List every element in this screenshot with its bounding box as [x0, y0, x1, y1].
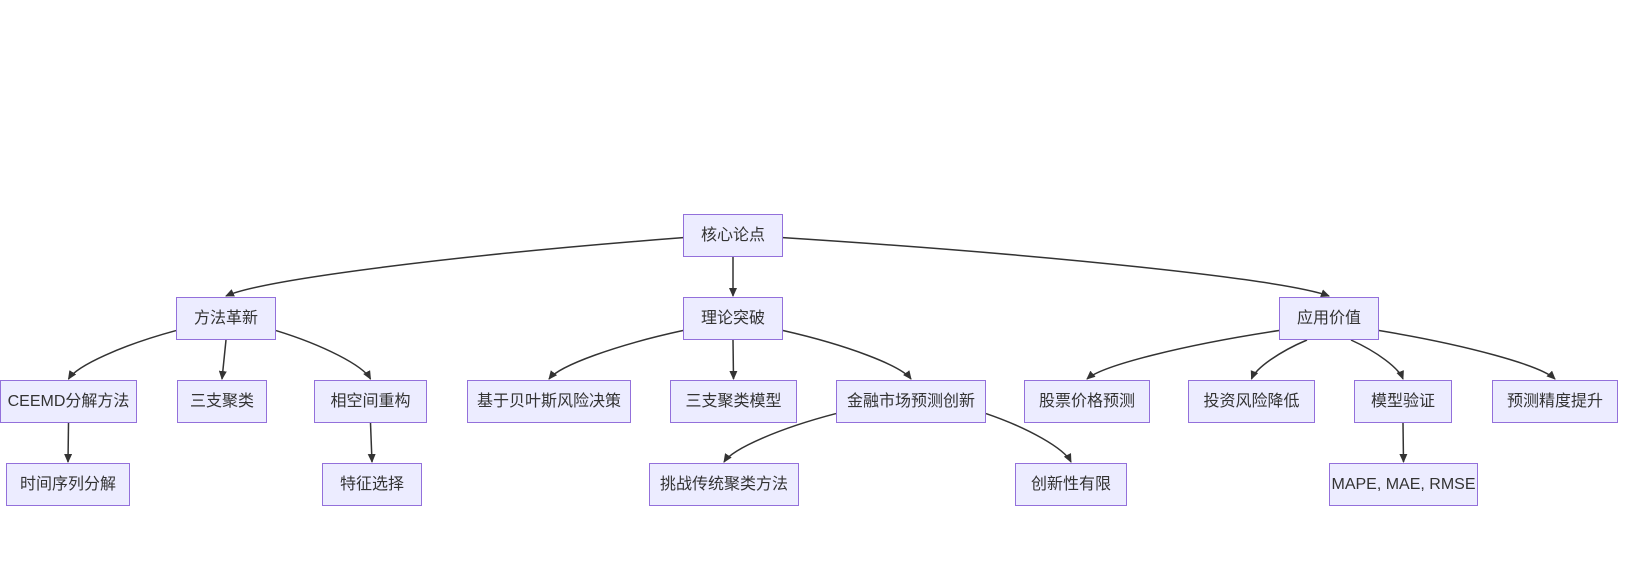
edge-application-model-valid [1350, 339, 1404, 380]
node-three-way: 三支聚类 [177, 380, 267, 423]
node-model-valid: 模型验证 [1354, 380, 1452, 423]
node-phase-space: 相空间重构 [314, 380, 427, 423]
node-feature-sel: 特征选择 [322, 463, 422, 506]
node-fin-innovation: 金融市场预测创新 [836, 380, 986, 423]
edge-core-application [782, 236, 1330, 297]
edge-fin-innovation-challenge [723, 412, 837, 463]
edge-application-stock [1086, 329, 1280, 380]
edges-group [64, 236, 1556, 463]
node-core: 核心论点 [683, 214, 783, 257]
node-application: 应用价值 [1279, 297, 1379, 340]
node-method: 方法革新 [176, 297, 276, 340]
node-ts-decomp: 时间序列分解 [6, 463, 130, 506]
node-mape: MAPE, MAE, RMSE [1329, 463, 1478, 506]
node-challenge: 挑战传统聚类方法 [649, 463, 799, 506]
node-limited-innov: 创新性有限 [1015, 463, 1127, 506]
edge-application-invest-risk [1250, 339, 1308, 380]
edge-application-precision [1378, 329, 1556, 380]
node-twc-model: 三支聚类模型 [670, 380, 797, 423]
edge-fin-innovation-limited-innov [985, 412, 1072, 463]
edge-theory-twc-model [729, 339, 738, 380]
node-bayes: 基于贝叶斯风险决策 [467, 380, 631, 423]
node-theory: 理论突破 [683, 297, 783, 340]
node-stock: 股票价格预测 [1024, 380, 1150, 423]
edge-core-method [225, 236, 684, 297]
edge-theory-fin-innovation [782, 329, 912, 380]
edge-phase-space-feature-sel [367, 422, 376, 463]
node-invest-risk: 投资风险降低 [1188, 380, 1315, 423]
edge-ceemd-ts-decomp [64, 422, 73, 463]
edge-method-three-way [218, 339, 227, 380]
edge-model-valid-mape [1399, 422, 1408, 463]
node-precision: 预测精度提升 [1492, 380, 1618, 423]
node-ceemd: CEEMD分解方法 [0, 380, 137, 423]
edge-theory-bayes [548, 329, 684, 380]
edge-method-phase-space [275, 329, 372, 380]
edge-method-ceemd [67, 329, 177, 380]
